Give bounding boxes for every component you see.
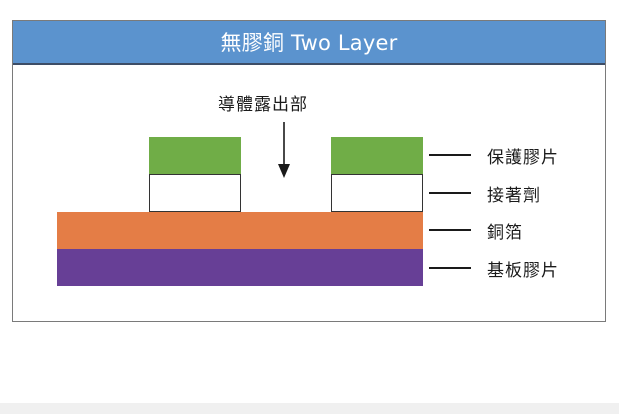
legend-leader-line (429, 192, 471, 194)
adhesive-right-block (331, 174, 423, 212)
legend-label: 銅箔 (487, 222, 523, 243)
coverlay-right-block (331, 137, 423, 174)
layer-diagram: 導體露出部 保護膠片 接著劑 銅箔 基板膠片 (12, 20, 606, 322)
bottom-strip (0, 403, 619, 414)
legend-base-film: 基板膠片 (429, 256, 559, 281)
legend-label: 保護膠片 (487, 147, 559, 168)
legend-adhesive: 接著劑 (429, 181, 541, 206)
adhesive-left-block (149, 174, 241, 212)
coverlay-left-block (149, 137, 241, 174)
legend-leader-line (429, 229, 471, 231)
legend-coverlay: 保護膠片 (429, 143, 559, 168)
title-bar: 無膠銅 Two Layer (13, 21, 605, 65)
legend-label: 基板膠片 (487, 260, 559, 281)
down-arrow-icon (278, 122, 290, 178)
base-film-layer (57, 249, 423, 286)
diagram-title: 無膠銅 Two Layer (220, 31, 398, 55)
copper-foil-layer (57, 212, 423, 249)
exposed-conductor-label: 導體露出部 (218, 95, 308, 115)
legend-copper-foil: 銅箔 (429, 218, 523, 243)
legend-leader-line (429, 267, 471, 269)
legend-label: 接著劑 (487, 185, 541, 206)
legend-leader-line (429, 154, 471, 156)
